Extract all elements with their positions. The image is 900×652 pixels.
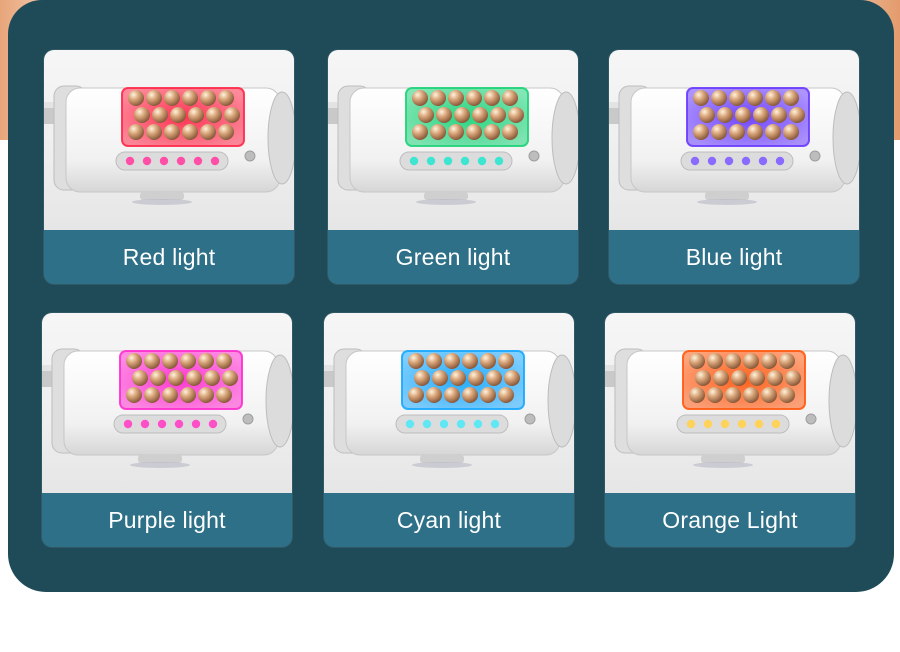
color-card-blue: Blue light: [609, 50, 859, 284]
device-photo: [609, 50, 859, 230]
color-card-cyan: Cyan light: [324, 313, 574, 547]
color-label: Red light: [44, 230, 294, 284]
device-photo: [324, 313, 574, 493]
device-illustration: [324, 348, 574, 468]
device-illustration: [609, 85, 859, 205]
color-label: Green light: [328, 230, 578, 284]
device-illustration: [42, 348, 292, 468]
color-label: Blue light: [609, 230, 859, 284]
device-illustration: [605, 348, 855, 468]
device-illustration: [328, 85, 578, 205]
color-card-red: Red light: [44, 50, 294, 284]
device-photo: [42, 313, 292, 493]
color-label: Orange Light: [605, 493, 855, 547]
color-label: Cyan light: [324, 493, 574, 547]
color-card-green: Green light: [328, 50, 578, 284]
color-modes-panel: Red light Green light Blue light Purple …: [8, 0, 894, 592]
device-photo: [605, 313, 855, 493]
color-label: Purple light: [42, 493, 292, 547]
device-illustration: [44, 85, 294, 205]
color-card-purple: Purple light: [42, 313, 292, 547]
device-photo: [44, 50, 294, 230]
color-card-orange: Orange Light: [605, 313, 855, 547]
device-photo: [328, 50, 578, 230]
